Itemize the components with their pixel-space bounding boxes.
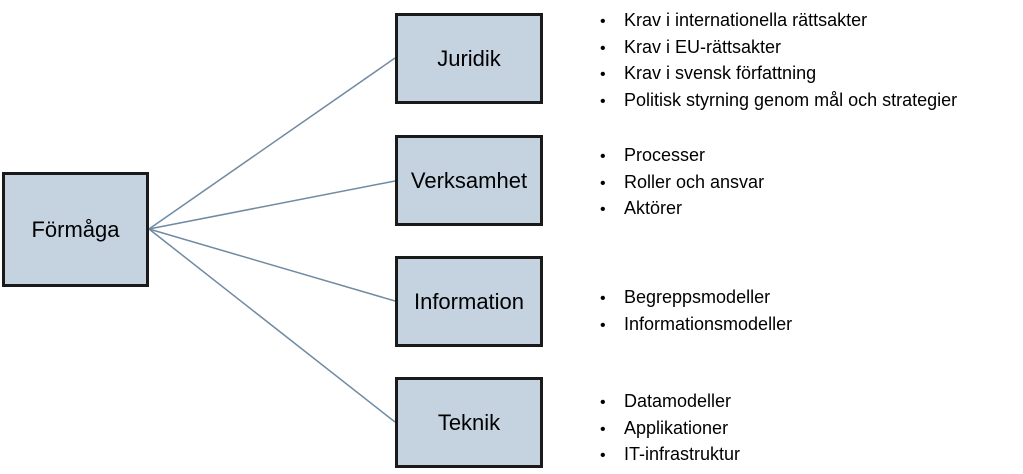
branch-node-juridik: Juridik [395, 13, 543, 104]
branch-node-label: Teknik [437, 409, 501, 435]
bullet-dot-icon: • [600, 92, 606, 110]
connector-verksamhet [148, 180, 396, 230]
branch-node-verksamhet: Verksamhet [395, 135, 543, 226]
connector-information [148, 228, 396, 302]
bullet-list-teknik: • Datamodeller • Applikationer • IT-infrast… [600, 389, 740, 469]
bullet-dot-icon: • [600, 66, 606, 83]
root-node-formaga: Förmåga [2, 172, 149, 287]
bullet-list-verksamhet: • Processer • Roller och ansvar • Aktörer [600, 143, 764, 223]
list-item-text: Begreppsmodeller [624, 287, 771, 307]
branch-node-teknik: Teknik [395, 377, 543, 468]
list-item-text: Processer [624, 145, 706, 165]
bullet-dot-icon: • [600, 201, 606, 218]
list-item-text: Datamodeller [624, 391, 732, 411]
bullet-dot-icon: • [600, 13, 606, 30]
bullet-dot-icon: • [600, 174, 606, 192]
bullet-dot-icon: • [600, 420, 606, 438]
list-item: • Datamodeller [600, 389, 740, 416]
list-item: • IT-infrastruktur [600, 442, 740, 469]
connector-juridik [148, 57, 396, 230]
bullet-dot-icon: • [600, 316, 606, 334]
bullet-list-information: • Begreppsmodeller • Informationsmodeller [600, 285, 792, 338]
list-item: • Begreppsmodeller [600, 285, 792, 312]
branch-node-label: Juridik [437, 45, 501, 71]
root-node-label: Förmåga [31, 216, 120, 242]
list-item: • Krav i svensk författning [600, 61, 957, 88]
list-item: • Applikationer [600, 416, 740, 443]
list-item: • Aktörer [600, 196, 764, 223]
list-item-text: Roller och ansvar [624, 171, 765, 192]
list-item-text: Krav i internationella rättsakter [624, 10, 868, 30]
list-item: • Informationsmodeller [600, 312, 792, 339]
list-item: • Processer [600, 143, 764, 170]
list-item-text: Aktörer [624, 198, 683, 218]
list-item-text: Krav i svensk författning [624, 63, 817, 83]
list-item: • Krav i internationella rättsakter [600, 8, 957, 35]
bullet-dot-icon: • [600, 394, 606, 411]
connector-teknik [148, 228, 396, 423]
list-item-text: Applikationer [624, 417, 729, 438]
list-item-text: IT-infrastruktur [624, 444, 741, 464]
list-item: • Krav i EU-rättsakter [600, 35, 957, 62]
list-item-text: Krav i EU-rättsakter [624, 36, 782, 57]
branch-node-label: Verksamhet [410, 167, 528, 193]
bullet-list-juridik: • Krav i internationella rättsakter • Krav… [600, 8, 957, 114]
branch-node-information: Information [395, 256, 543, 347]
bullet-dot-icon: • [600, 148, 606, 165]
bullet-dot-icon: • [600, 290, 606, 307]
branch-node-label: Information [413, 288, 525, 314]
list-item-text: Politisk styrning genom mål och strategi… [624, 89, 958, 110]
bullet-dot-icon: • [600, 447, 606, 464]
bullet-dot-icon: • [600, 39, 606, 57]
list-item: • Roller och ansvar [600, 170, 764, 197]
list-item-text: Informationsmodeller [624, 313, 793, 334]
list-item: • Politisk styrning genom mål och strateg… [600, 88, 957, 115]
